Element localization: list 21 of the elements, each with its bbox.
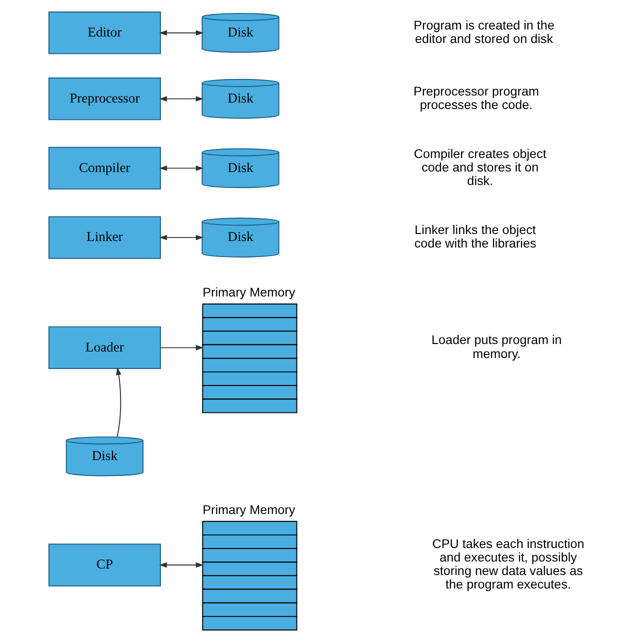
arrow xyxy=(159,234,204,240)
node-box: Loader xyxy=(48,326,161,370)
label: Loader puts program in memory. xyxy=(431,333,562,361)
node-label: Primary Memory xyxy=(202,502,296,517)
label: Preprocessor program processes the code. xyxy=(414,84,539,112)
arrow xyxy=(159,30,204,36)
node-box: Compiler xyxy=(48,146,161,190)
node-box: CP xyxy=(48,544,161,586)
label: Compiler creates object code and stores it on disk. xyxy=(414,146,546,188)
node-box: Editor xyxy=(48,12,161,54)
node-box: Preprocessor xyxy=(48,77,161,120)
arrow xyxy=(159,96,204,102)
arrow xyxy=(159,165,204,171)
arrow xyxy=(160,344,204,350)
label: Linker links the object code with the libraries xyxy=(414,223,536,251)
label: Program is created in the editor and stored on disk xyxy=(414,18,554,46)
node-label: Primary Memory xyxy=(202,286,296,300)
arrow xyxy=(159,562,204,568)
arrow xyxy=(116,367,122,438)
label: CPU takes each instruction and executes it, possibly storing new data values as the program executes. xyxy=(432,536,584,592)
node-box: Linker xyxy=(48,216,161,259)
